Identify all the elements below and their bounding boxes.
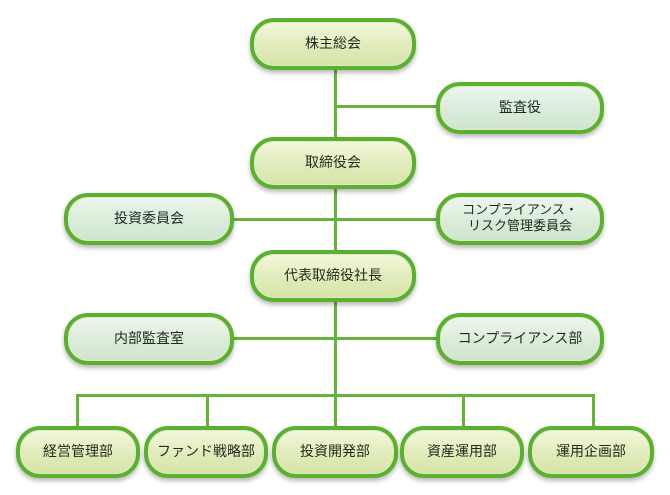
connector-dept-1	[76, 394, 79, 432]
node-label: 内部監査室	[114, 330, 184, 347]
connector-dept-5	[592, 394, 595, 432]
node-label-line-1: コンプライアンス・	[462, 202, 578, 218]
node-label-line-2: リスク管理委員会	[467, 219, 572, 234]
node-label: コンプライアンス部	[457, 330, 583, 347]
node-representative-director: 代表取締役社長	[250, 250, 416, 302]
connector-dept-2	[206, 394, 209, 432]
connector-audit-compliance	[230, 337, 440, 340]
node-label: 投資委員会	[114, 210, 184, 227]
connector-auditor	[334, 105, 440, 108]
connector-dept-4	[462, 394, 465, 432]
node-department: 運用企画部	[528, 426, 654, 478]
node-label: 投資開発部	[300, 443, 370, 460]
connector-dept-3	[334, 394, 337, 432]
node-department: 投資開発部	[272, 426, 398, 478]
node-compliance-risk-committee: コンプライアンス・ リスク管理委員会	[436, 193, 604, 245]
node-department: ファンド戦略部	[144, 426, 268, 478]
node-label: 代表取締役社長	[284, 267, 382, 284]
node-compliance-department: コンプライアンス部	[436, 313, 604, 365]
node-investment-committee: 投資委員会	[64, 193, 234, 245]
node-internal-audit-office: 内部監査室	[64, 313, 234, 365]
node-label: 株主総会	[305, 35, 361, 52]
node-department: 経営管理部	[16, 426, 140, 478]
node-label: 資産運用部	[427, 443, 497, 460]
node-board-of-directors: 取締役会	[250, 137, 416, 189]
connector-main-vertical	[334, 64, 337, 396]
node-label: 経営管理部	[43, 443, 113, 460]
node-auditor: 監査役	[436, 82, 604, 134]
node-label: 監査役	[499, 99, 541, 116]
connector-committees	[230, 218, 440, 221]
node-shareholders-meeting: 株主総会	[250, 18, 416, 70]
node-label: 運用企画部	[556, 443, 626, 460]
node-department: 資産運用部	[400, 426, 524, 478]
node-label: 取締役会	[305, 154, 361, 171]
node-label: ファンド戦略部	[157, 443, 255, 460]
